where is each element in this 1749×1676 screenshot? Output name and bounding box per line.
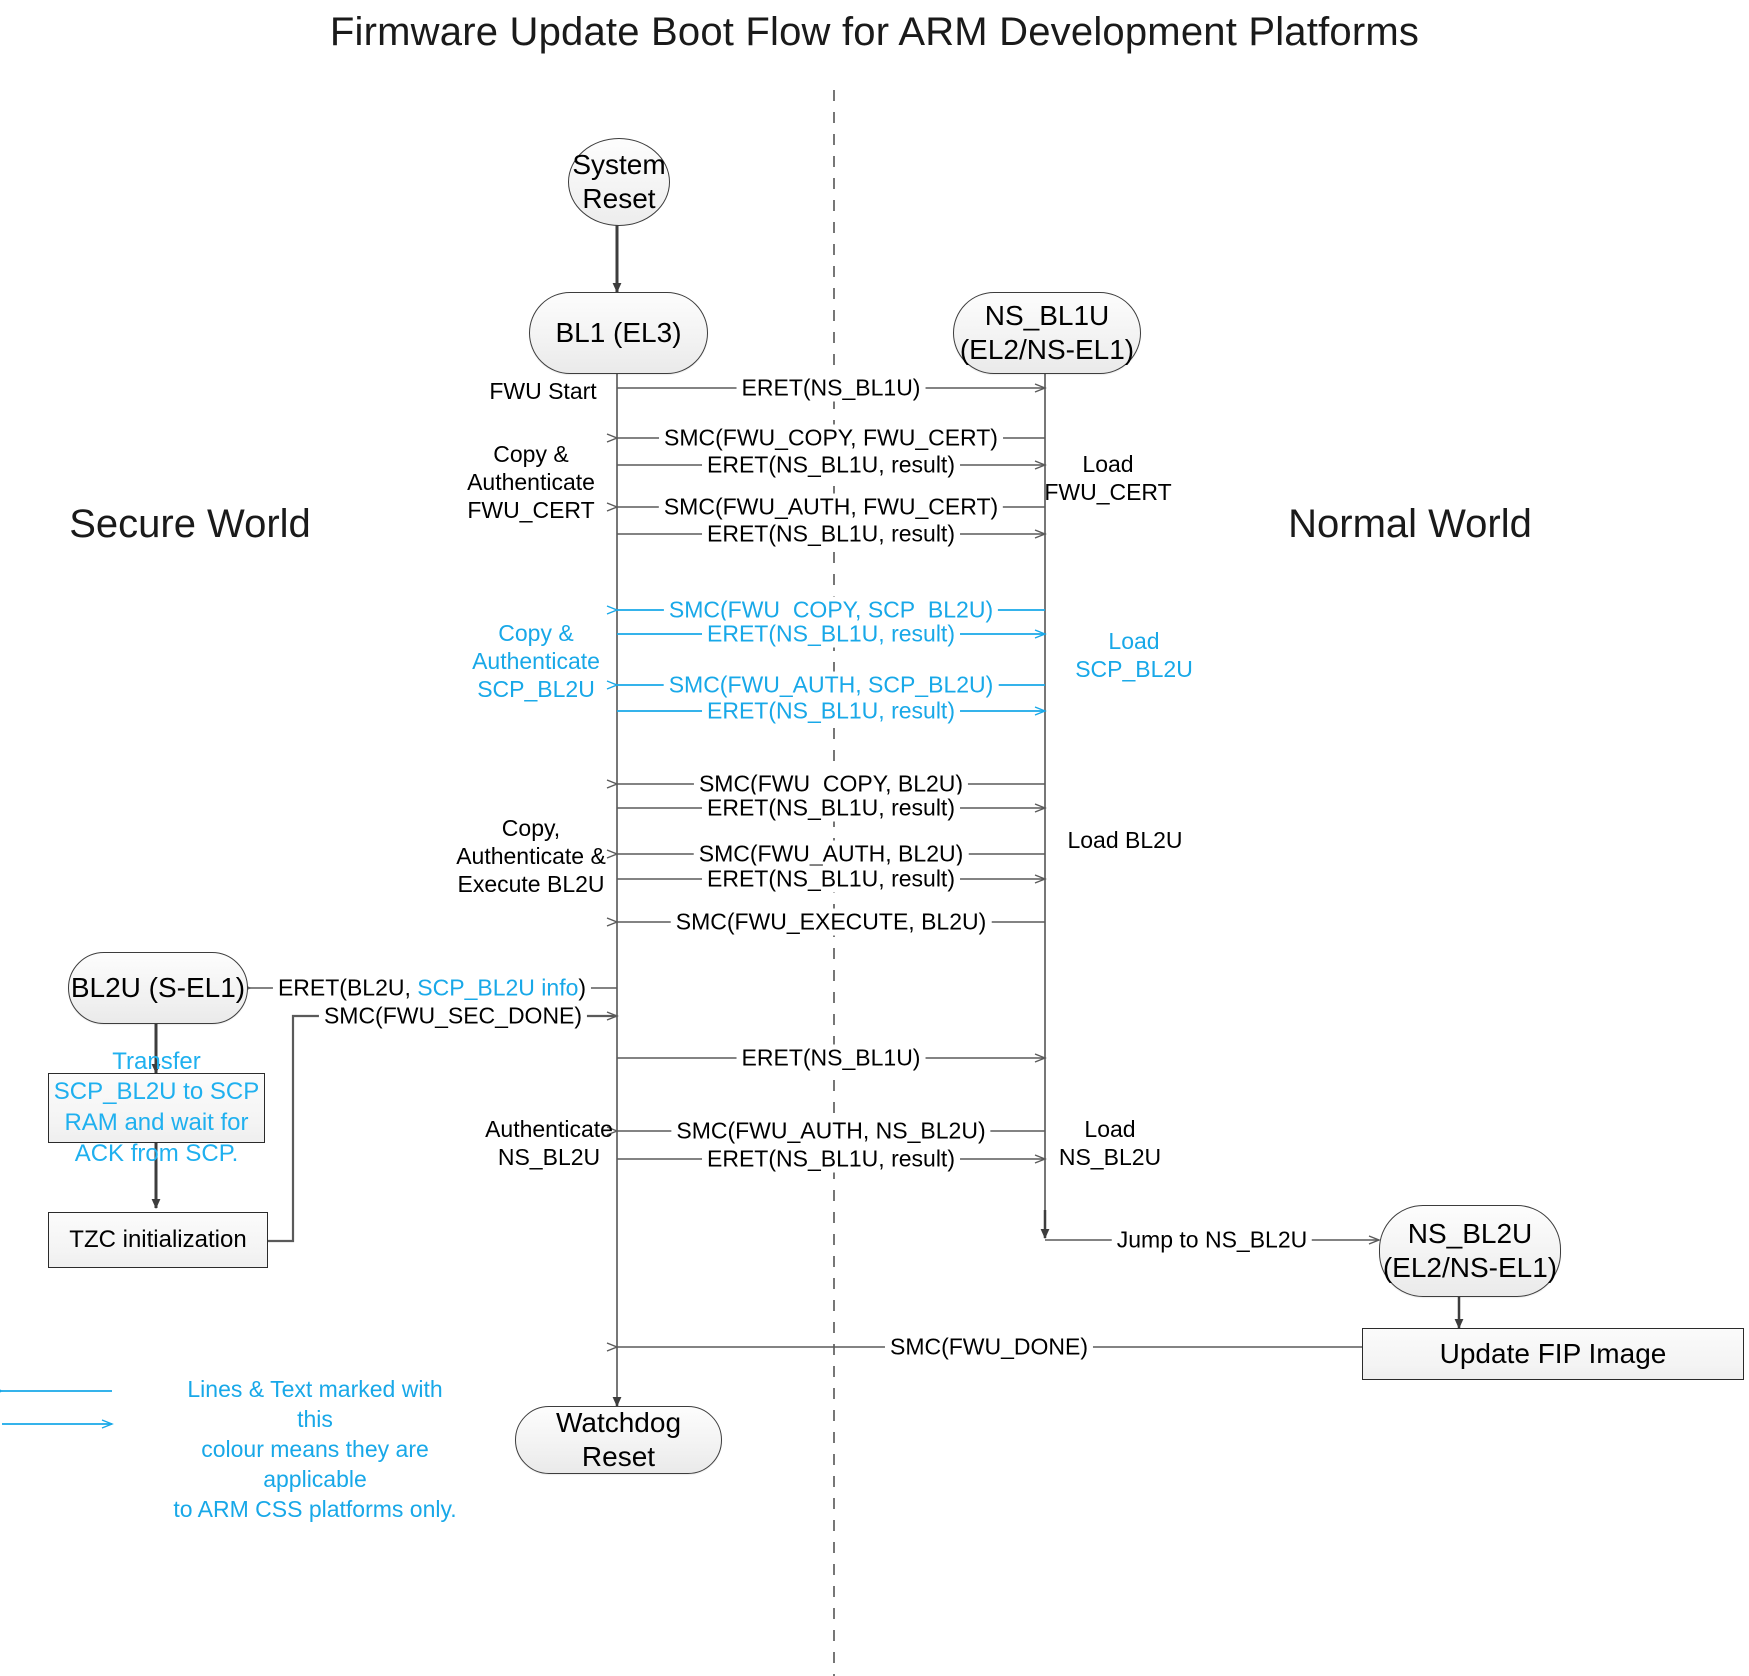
side-label-fwu-start: FWU Start	[489, 377, 597, 404]
message-label-smc-fwu-copy-scp: SMC(FWU_COPY, SCP_BL2U)	[663, 596, 999, 624]
node-ns-bl1u[interactable]: NS_BL1U (EL2/NS-EL1)	[953, 292, 1141, 374]
node-bl2u[interactable]: BL2U (S-EL1)	[68, 952, 248, 1024]
page-title: Firmware Update Boot Flow for ARM Develo…	[329, 10, 1420, 54]
side-label-load-ns-bl2u: Load NS_BL2U	[1058, 1115, 1162, 1170]
message-label-eret-result-1: ERET(NS_BL1U, result)	[702, 451, 960, 479]
side-label-load-fwu-cert: Load FWU_CERT	[1044, 450, 1172, 505]
side-label-copy-auth-fwu-cert: Copy & Authenticate FWU_CERT	[467, 440, 595, 524]
side-label-copy-auth-scp-bl2u: Copy & Authenticate SCP_BL2U	[472, 619, 600, 703]
message-label-eret-bl2u: ERET(BL2U, SCP_BL2U info)	[272, 974, 592, 1002]
secure-world-label: Secure World	[69, 502, 311, 546]
side-label-load-scp-bl2u: Load SCP_BL2U	[1075, 627, 1193, 682]
message-label-smc-fwu-copy-bl2u: SMC(FWU_COPY, BL2U)	[693, 770, 969, 798]
message-label-smc-fwu-auth-ns-bl2u: SMC(FWU_AUTH, NS_BL2U)	[671, 1117, 991, 1145]
box-update-fip-image: Update FIP Image	[1362, 1328, 1744, 1380]
message-label-eret-result-6: ERET(NS_BL1U, result)	[702, 865, 960, 893]
node-watchdog-reset[interactable]: Watchdog Reset	[515, 1406, 722, 1474]
message-label-eret-ns-bl1u-1: ERET(NS_BL1U)	[736, 374, 926, 402]
eret-bl2u-cyan-part: SCP_BL2U info	[417, 974, 579, 1001]
side-label-copy-auth-exec-bl2u: Copy, Authenticate & Execute BL2U	[456, 814, 606, 898]
message-label-eret-result-4: ERET(NS_BL1U, result)	[702, 697, 960, 725]
node-system-reset[interactable]: System Reset	[568, 138, 670, 226]
message-label-smc-fwu-copy-cert: SMC(FWU_COPY, FWU_CERT)	[659, 424, 1003, 452]
box-transfer-scp-bl2u: Transfer SCP_BL2U to SCP RAM and wait fo…	[48, 1048, 265, 1167]
message-label-smc-fwu-auth-bl2u: SMC(FWU_AUTH, BL2U)	[693, 840, 969, 868]
box-tzc-initialization: TZC initialization	[48, 1212, 268, 1268]
message-label-smc-fwu-auth-scp: SMC(FWU_AUTH, SCP_BL2U)	[663, 671, 999, 699]
node-bl1[interactable]: BL1 (EL3)	[529, 292, 708, 374]
message-label-eret-result-3: ERET(NS_BL1U, result)	[702, 620, 960, 648]
message-label-eret-result-7: ERET(NS_BL1U, result)	[702, 1145, 960, 1173]
message-label-smc-fwu-auth-cert: SMC(FWU_AUTH, FWU_CERT)	[658, 493, 1004, 521]
side-label-load-bl2u: Load BL2U	[1067, 826, 1183, 853]
message-label-smc-fwu-sec-done: SMC(FWU_SEC_DONE)	[318, 1002, 588, 1030]
message-label-smc-fwu-done: SMC(FWU_DONE)	[884, 1333, 1094, 1361]
message-label-eret-result-5: ERET(NS_BL1U, result)	[702, 794, 960, 822]
message-label-eret-ns-bl1u-2: ERET(NS_BL1U)	[736, 1044, 926, 1072]
normal-world-label: Normal World	[1288, 502, 1532, 546]
side-label-authenticate-ns-bl2u: Authenticate NS_BL2U	[485, 1115, 613, 1170]
message-label-jump-to-ns-bl2u: Jump to NS_BL2U	[1111, 1226, 1313, 1254]
eret-bl2u-suffix: )	[578, 974, 587, 1001]
legend-caption: Lines & Text marked with this colour mea…	[173, 1376, 457, 1522]
message-label-eret-result-2: ERET(NS_BL1U, result)	[702, 520, 960, 548]
message-label-smc-fwu-execute-bl2u: SMC(FWU_EXECUTE, BL2U)	[670, 908, 992, 936]
eret-bl2u-prefix: ERET(BL2U,	[277, 974, 418, 1001]
node-ns-bl2u[interactable]: NS_BL2U (EL2/NS-EL1)	[1379, 1205, 1561, 1297]
